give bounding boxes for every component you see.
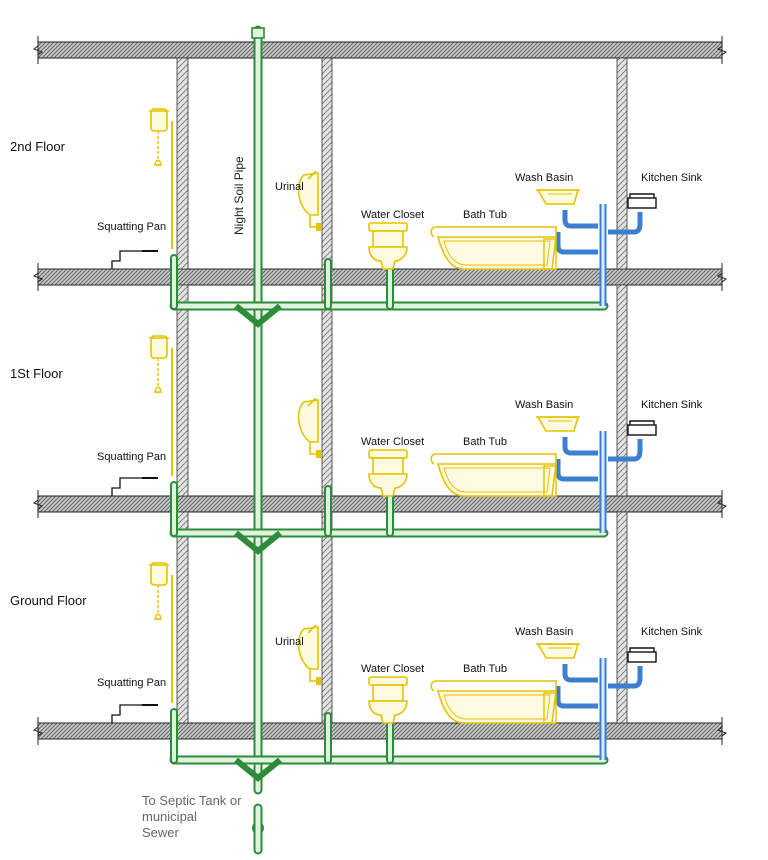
kitchen-sink-label: Kitchen Sink xyxy=(641,172,703,184)
destination-label-line-2: municipal xyxy=(142,809,197,824)
water-closet-label: Water Closet xyxy=(361,436,424,448)
wall xyxy=(321,57,333,270)
tub-trap xyxy=(555,459,598,482)
bath-tub-label: Bath Tub xyxy=(463,436,507,448)
break-mark xyxy=(716,717,728,745)
break-mark xyxy=(32,263,44,291)
floor-slab xyxy=(37,41,723,59)
bath-tub-label: Bath Tub xyxy=(463,663,507,675)
wc-fixture xyxy=(368,449,408,497)
break-mark xyxy=(716,263,728,291)
floor-name: 2nd Floor xyxy=(10,139,66,154)
wall xyxy=(616,57,628,270)
floor-2nd: 2nd Floor Squatting Pan Urinal Water Clo… xyxy=(10,139,703,233)
floor-slab xyxy=(37,268,723,286)
wc-fixture xyxy=(368,676,408,724)
floor-name: Ground Floor xyxy=(10,593,87,608)
floor-1st: 1St Floor Squatting Pan Water Closet Bat… xyxy=(10,366,703,463)
destination-label-line-1: To Septic Tank or xyxy=(142,793,242,808)
squatting-pan-label: Squatting Pan xyxy=(97,677,166,689)
basin-fixture xyxy=(535,416,581,432)
floor-slab xyxy=(37,495,723,513)
ksink-fixture xyxy=(627,193,657,209)
wye-junction xyxy=(234,530,282,555)
ksink-fixture xyxy=(627,647,657,663)
pipe-network xyxy=(169,25,643,855)
sink-trap xyxy=(608,439,643,462)
tub-trap xyxy=(555,232,598,255)
vent-cowl xyxy=(251,27,265,39)
night-soil-pipe-label: Night Soil Pipe xyxy=(232,156,246,235)
step-fixture xyxy=(111,250,159,270)
break-mark xyxy=(32,36,44,64)
wall xyxy=(616,511,628,724)
step-fixture xyxy=(111,477,159,497)
wall xyxy=(321,511,333,724)
wash-basin-label: Wash Basin xyxy=(515,172,573,184)
squatting-pan-label: Squatting Pan xyxy=(97,221,166,233)
break-mark xyxy=(32,717,44,745)
floor-ground: Ground Floor Squatting Pan Urinal Water … xyxy=(10,593,703,689)
wye-junction xyxy=(234,757,282,782)
urinal-fixture xyxy=(297,397,322,459)
bath-tub-label: Bath Tub xyxy=(463,209,507,221)
squatting-pan-label: Squatting Pan xyxy=(97,451,166,463)
urinal-label: Urinal xyxy=(275,181,304,193)
wall xyxy=(176,284,189,497)
tub-fixture xyxy=(430,453,557,497)
tub-trap xyxy=(555,686,598,709)
wash-basin-label: Wash Basin xyxy=(515,626,573,638)
urinal-label: Urinal xyxy=(275,636,304,648)
floor-slab xyxy=(37,722,723,740)
wye-junction xyxy=(234,303,282,328)
water-closet-label: Water Closet xyxy=(361,209,424,221)
water-closet-label: Water Closet xyxy=(361,663,424,675)
destination-label-line-3: Sewer xyxy=(142,825,180,840)
break-mark xyxy=(716,490,728,518)
tub-fixture xyxy=(430,226,557,270)
wall xyxy=(176,57,189,270)
basin-trap xyxy=(562,210,598,229)
wall xyxy=(616,284,628,497)
urinal-fixture xyxy=(297,170,322,232)
basin-fixture xyxy=(535,189,581,205)
fixtures xyxy=(111,108,657,724)
wall xyxy=(176,511,189,724)
sink-trap xyxy=(608,666,643,689)
kitchen-sink-label: Kitchen Sink xyxy=(641,626,703,638)
floor-name: 1St Floor xyxy=(10,366,63,381)
urinal-fixture xyxy=(297,624,322,686)
ksink-fixture xyxy=(627,420,657,436)
basin-trap xyxy=(562,664,598,683)
wc-fixture xyxy=(368,222,408,270)
tub-fixture xyxy=(430,680,557,724)
break-mark xyxy=(32,490,44,518)
step-fixture xyxy=(111,704,159,724)
break-mark xyxy=(716,36,728,64)
sink-trap xyxy=(608,212,643,235)
basin-fixture xyxy=(535,643,581,659)
basin-trap xyxy=(562,437,598,456)
building-structure xyxy=(32,36,728,745)
wash-basin-label: Wash Basin xyxy=(515,399,573,411)
wall xyxy=(321,284,333,497)
kitchen-sink-label: Kitchen Sink xyxy=(641,399,703,411)
